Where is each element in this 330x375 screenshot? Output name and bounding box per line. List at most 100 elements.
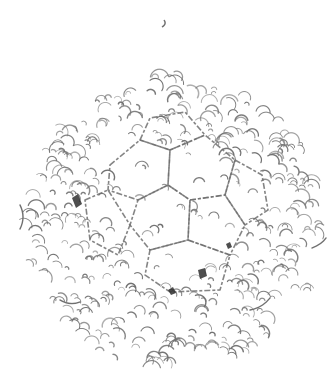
tubercle-mark (118, 286, 125, 291)
tubercle-mark (253, 139, 264, 153)
tubercle-mark (52, 260, 63, 268)
tubercle-mark (278, 274, 289, 282)
tubercle-mark (197, 215, 203, 220)
tubercle-mark (213, 292, 219, 297)
tubercle-mark (81, 120, 87, 126)
tubercle-mark (260, 310, 276, 324)
tubercle-mark (221, 341, 231, 351)
tubercle-mark (145, 355, 156, 363)
tubercle-mark (290, 180, 297, 184)
tubercle-mark (287, 177, 298, 185)
tubercle-mark (200, 312, 207, 318)
tubercle-mark (60, 181, 67, 185)
tubercle-mark (79, 240, 90, 249)
tubercle-mark (221, 336, 227, 341)
tubercle-mark (200, 94, 218, 103)
tubercle-mark (114, 259, 130, 269)
tubercle-mark (112, 185, 121, 191)
tubercle-mark (279, 129, 290, 135)
tubercle-mark (132, 336, 146, 343)
tubercle-mark (234, 116, 248, 126)
tubercle-mark (60, 134, 75, 146)
tubercle-mark (65, 212, 79, 223)
tubercle-mark (268, 137, 285, 146)
tubercle-mark (61, 240, 69, 244)
tubercle-mark (25, 189, 41, 198)
tubercle-mark (126, 110, 143, 119)
tubercle-mark (253, 319, 261, 326)
tubercle-mark (143, 291, 156, 301)
tubercle-mark (52, 164, 67, 175)
tubercle-mark (242, 313, 250, 317)
tubercle-mark (166, 92, 180, 103)
tubercle-mark (134, 272, 144, 280)
tubercle-mark (247, 273, 259, 285)
tubercle-mark (100, 296, 107, 302)
tubercle-mark (291, 244, 298, 248)
tubercle-mark (159, 138, 168, 146)
tubercle-mark (303, 286, 312, 292)
tubercle-mark (220, 174, 229, 180)
tubercle-mark (281, 223, 289, 228)
tubercle-mark (125, 282, 137, 289)
tubercle-mark (96, 253, 107, 260)
tubercle-mark (99, 217, 113, 227)
tubercle-mark (70, 190, 77, 195)
tubercle-mark (251, 152, 262, 164)
tubercle-mark (35, 245, 48, 255)
tubercle-mark (208, 128, 214, 132)
tubercle-mark (180, 123, 187, 135)
tubercle-mark (65, 191, 74, 197)
tubercle-mark (94, 99, 100, 103)
tubercle-mark (285, 267, 299, 276)
tubercle-mark (237, 278, 253, 288)
tubercle-mark (195, 305, 209, 313)
tubercle-mark (127, 311, 137, 318)
tubercle-mark (271, 265, 286, 276)
tubercle-mark (64, 169, 73, 173)
tubercle-mark (234, 289, 244, 300)
tubercle-mark (51, 139, 64, 146)
tubercle-mark (243, 130, 256, 139)
tubercle-mark (102, 294, 110, 305)
tubercle-mark (257, 221, 267, 229)
tubercle-mark (250, 287, 258, 292)
tubercle-mark (226, 279, 233, 283)
tubercle-mark (257, 259, 265, 265)
tubercle-mark (151, 73, 160, 79)
tubercle-mark (288, 183, 300, 192)
tubercle-mark (119, 317, 125, 323)
tubercle-mark (210, 86, 218, 91)
dark-fragment (226, 242, 232, 249)
tubercle-mark (27, 199, 46, 210)
tubercle-mark (235, 274, 244, 282)
tubercle-mark (234, 168, 240, 174)
tubercle-mark (115, 243, 124, 249)
tubercle-mark (134, 194, 146, 201)
tubercle-mark (207, 341, 219, 349)
tubercle-mark (47, 253, 59, 261)
tubercle-mark (209, 331, 216, 337)
tubercle-mark (193, 343, 203, 349)
tubercle-mark (166, 85, 184, 95)
tubercle-mark (28, 224, 43, 232)
tubercle-mark (31, 239, 40, 244)
tubercle-mark (241, 121, 247, 125)
tubercle-mark (207, 283, 212, 289)
tubercle-mark (188, 328, 197, 334)
tubercle-mark (72, 213, 77, 218)
tubercle-mark (112, 327, 126, 340)
tubercle-mark (211, 91, 217, 95)
tubercle-mark (123, 87, 137, 97)
tubercle-mark (299, 171, 309, 183)
tubercle-mark (81, 276, 91, 284)
tubercle-mark (120, 249, 135, 258)
edge-mark (249, 297, 271, 311)
tubercle-mark (175, 92, 181, 99)
tubercle-mark (207, 134, 216, 141)
tubercle-mark (256, 307, 263, 311)
tubercle-mark (299, 237, 308, 248)
plate-boundary (187, 194, 246, 256)
tubercle-mark (260, 207, 266, 212)
tubercle-mark (241, 306, 248, 311)
